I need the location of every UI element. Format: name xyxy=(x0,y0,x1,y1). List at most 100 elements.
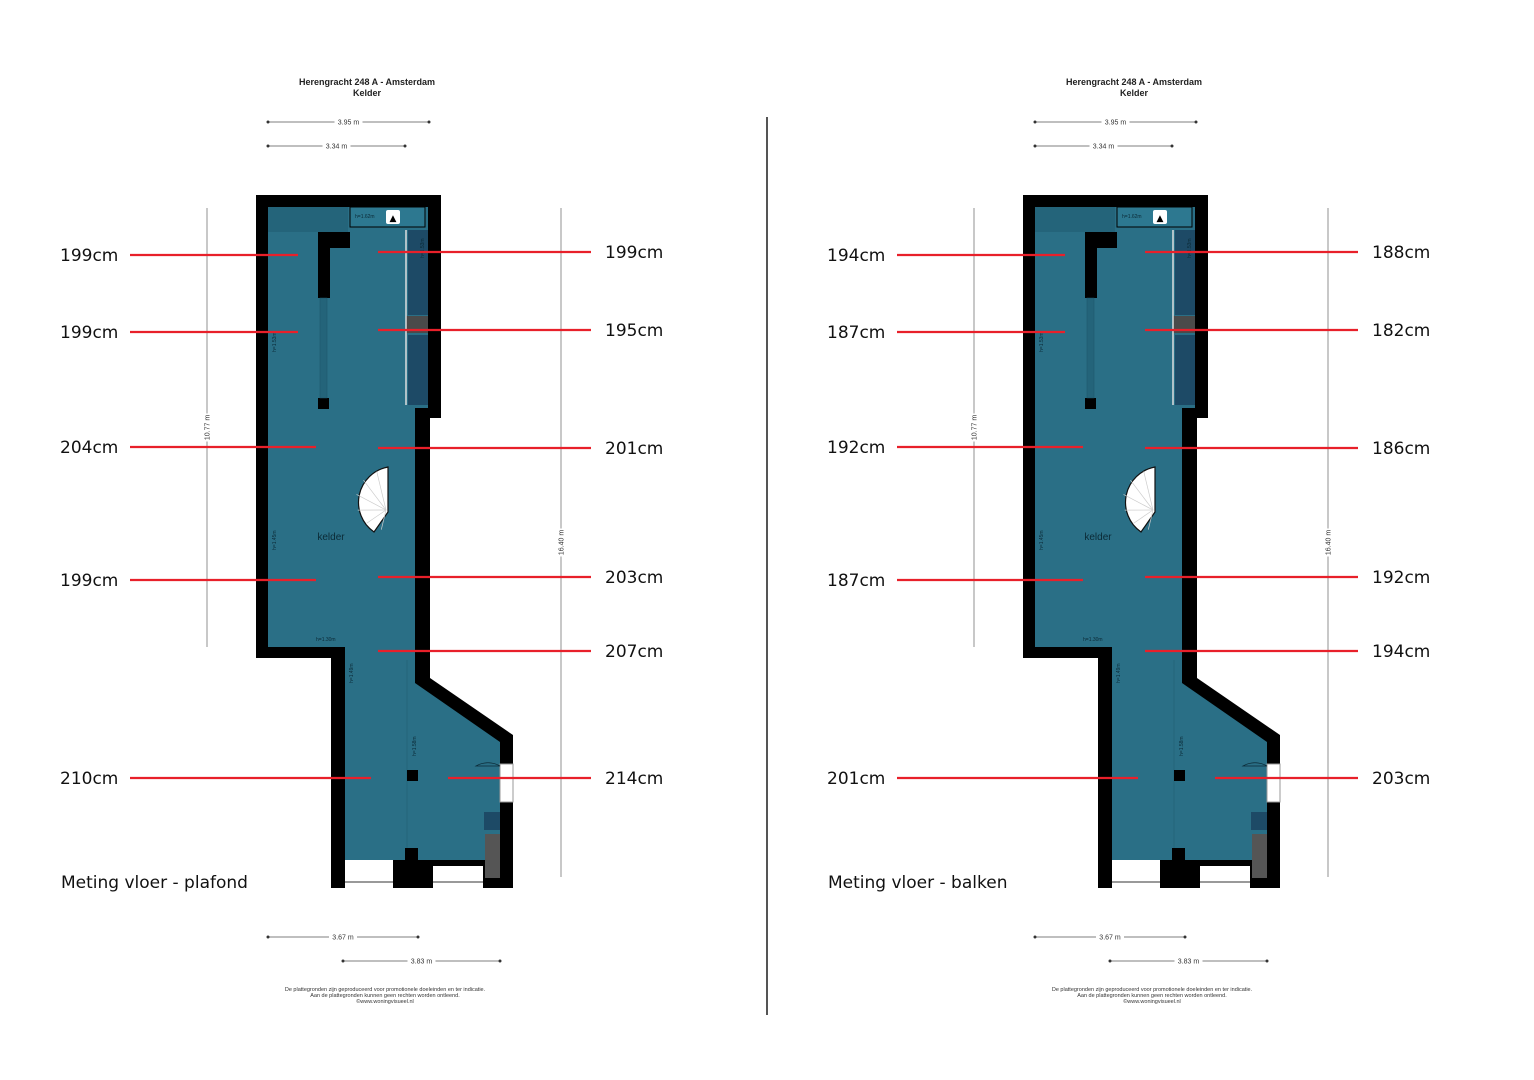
stair-step xyxy=(1143,471,1154,511)
stair-step xyxy=(1123,494,1154,511)
dim-bottom-2-arrow xyxy=(498,959,502,963)
dim-bottom-1-arrow xyxy=(416,935,420,939)
stair-step xyxy=(1133,509,1154,524)
measurement-label-left: 201cm xyxy=(827,769,885,789)
height-label: h=1.53m xyxy=(1187,238,1193,258)
column xyxy=(318,398,329,409)
measurement-label-left: 192cm xyxy=(827,438,885,458)
measurement-label-right: 203cm xyxy=(1372,769,1430,789)
appliance xyxy=(1173,316,1195,333)
dim-top-1-arrow xyxy=(266,120,270,124)
stair-step xyxy=(1147,509,1154,530)
height-label: h=1.62m xyxy=(355,214,375,220)
dim-top-1-bg xyxy=(334,118,363,126)
dim-bottom-1-label: 3.67 m xyxy=(332,935,354,942)
disclaimer-text: ©www.woningvisueel.nl xyxy=(356,998,414,1005)
measurement-label-left: 194cm xyxy=(827,246,885,266)
measurement-label-right: 182cm xyxy=(1372,321,1430,341)
dim-bottom-2-label: 3.83 m xyxy=(1178,959,1200,966)
floorplan-panel-1: Herengracht 248 A - AmsterdamKelder3.95 … xyxy=(60,77,663,1005)
measurement-label-left: 199cm xyxy=(60,571,118,591)
measurement-label-left: 187cm xyxy=(827,323,885,343)
stair-step xyxy=(380,509,387,530)
measurement-label-right: 186cm xyxy=(1372,439,1430,459)
column xyxy=(1174,770,1185,781)
dim-right-bg xyxy=(1324,528,1332,557)
dim-left-label: 10.77 m xyxy=(205,415,212,440)
dim-top-1-arrow xyxy=(1194,120,1198,124)
dim-top-2-label: 3.34 m xyxy=(1093,144,1115,151)
height-label: h=1.30m xyxy=(1083,637,1103,643)
beam xyxy=(319,297,328,399)
stair-step xyxy=(356,494,387,511)
dim-top-2-bg xyxy=(322,142,351,150)
stair-step xyxy=(366,509,387,524)
height-label: h=1.53m xyxy=(272,332,278,352)
disclaimer-text: Aan de plattegronden kunnen geen rechten… xyxy=(1077,993,1227,999)
cabinet xyxy=(408,335,428,405)
inner-wall xyxy=(1085,232,1117,298)
boiler-icon xyxy=(1153,210,1167,224)
dim-top-1-label: 3.95 m xyxy=(338,120,360,127)
dim-top-2-label: 3.34 m xyxy=(326,144,348,151)
height-label: h=1.45m xyxy=(272,530,278,550)
cabinet xyxy=(484,812,500,830)
dim-top-1-arrow xyxy=(427,120,431,124)
measurement-label-right: 195cm xyxy=(605,321,663,341)
dim-top-1-arrow xyxy=(1033,120,1037,124)
height-label: h=1.45m xyxy=(1039,530,1045,550)
inner-wall xyxy=(393,848,433,888)
window-opening xyxy=(345,860,393,888)
inner-wall xyxy=(1160,848,1200,888)
room-label: kelder xyxy=(317,532,345,543)
appliance xyxy=(406,316,428,333)
measurement-label-right: 199cm xyxy=(605,243,663,263)
measurement-label-left: 204cm xyxy=(60,438,118,458)
door-opening xyxy=(1266,763,1281,803)
disclaimer-text: Aan de plattegronden kunnen geen rechten… xyxy=(310,993,460,999)
height-label: h=1.49m xyxy=(349,663,355,683)
stair-step xyxy=(363,479,387,511)
dim-bottom-1-arrow xyxy=(1183,935,1187,939)
height-label: h=1.53m xyxy=(420,238,426,258)
dim-right-label: 16.40 m xyxy=(1326,530,1333,555)
floor-raised-area xyxy=(268,207,348,232)
measurement-label-right: 194cm xyxy=(1372,642,1430,662)
window-opening xyxy=(1200,866,1250,888)
measurement-label-right: 214cm xyxy=(605,769,663,789)
dim-bottom-1-arrow xyxy=(266,935,270,939)
measurement-label-left: 187cm xyxy=(827,571,885,591)
dim-left-label: 10.77 m xyxy=(972,415,979,440)
dim-top-1-label: 3.95 m xyxy=(1105,120,1127,127)
dim-bottom-2-bg xyxy=(407,957,436,965)
plan-subtitle: Kelder xyxy=(1120,88,1149,98)
beam xyxy=(1086,297,1095,399)
dim-top-2-arrow xyxy=(403,144,407,148)
measurement-label-left: 199cm xyxy=(60,246,118,266)
inner-wall xyxy=(318,232,350,298)
door-swing xyxy=(474,762,501,767)
disclaimer-text: De plattegronden zijn geproduceerd voor … xyxy=(285,987,486,993)
measurement-label-right: 207cm xyxy=(605,642,663,662)
cabinet xyxy=(1175,335,1195,405)
dim-bottom-2-label: 3.83 m xyxy=(411,959,433,966)
stair-step xyxy=(1130,479,1154,511)
height-label: h=1.58m xyxy=(1179,736,1185,756)
dim-bottom-2-bg xyxy=(1174,957,1203,965)
floor-raised-area xyxy=(1035,207,1115,232)
dim-right-bg xyxy=(557,528,565,557)
dim-top-1-bg xyxy=(1101,118,1130,126)
boiler-icon xyxy=(386,210,400,224)
measurement-label-left: 199cm xyxy=(60,323,118,343)
height-label: h=1.62m xyxy=(1122,214,1142,220)
height-label: h=1.53m xyxy=(1039,332,1045,352)
dim-bottom-2-arrow xyxy=(341,959,345,963)
column xyxy=(407,770,418,781)
dim-left-bg xyxy=(970,413,978,442)
height-label: h=1.58m xyxy=(412,736,418,756)
dim-right-label: 16.40 m xyxy=(559,530,566,555)
appliance xyxy=(485,834,500,878)
window-opening xyxy=(433,866,483,888)
measurement-label-right: 203cm xyxy=(605,568,663,588)
